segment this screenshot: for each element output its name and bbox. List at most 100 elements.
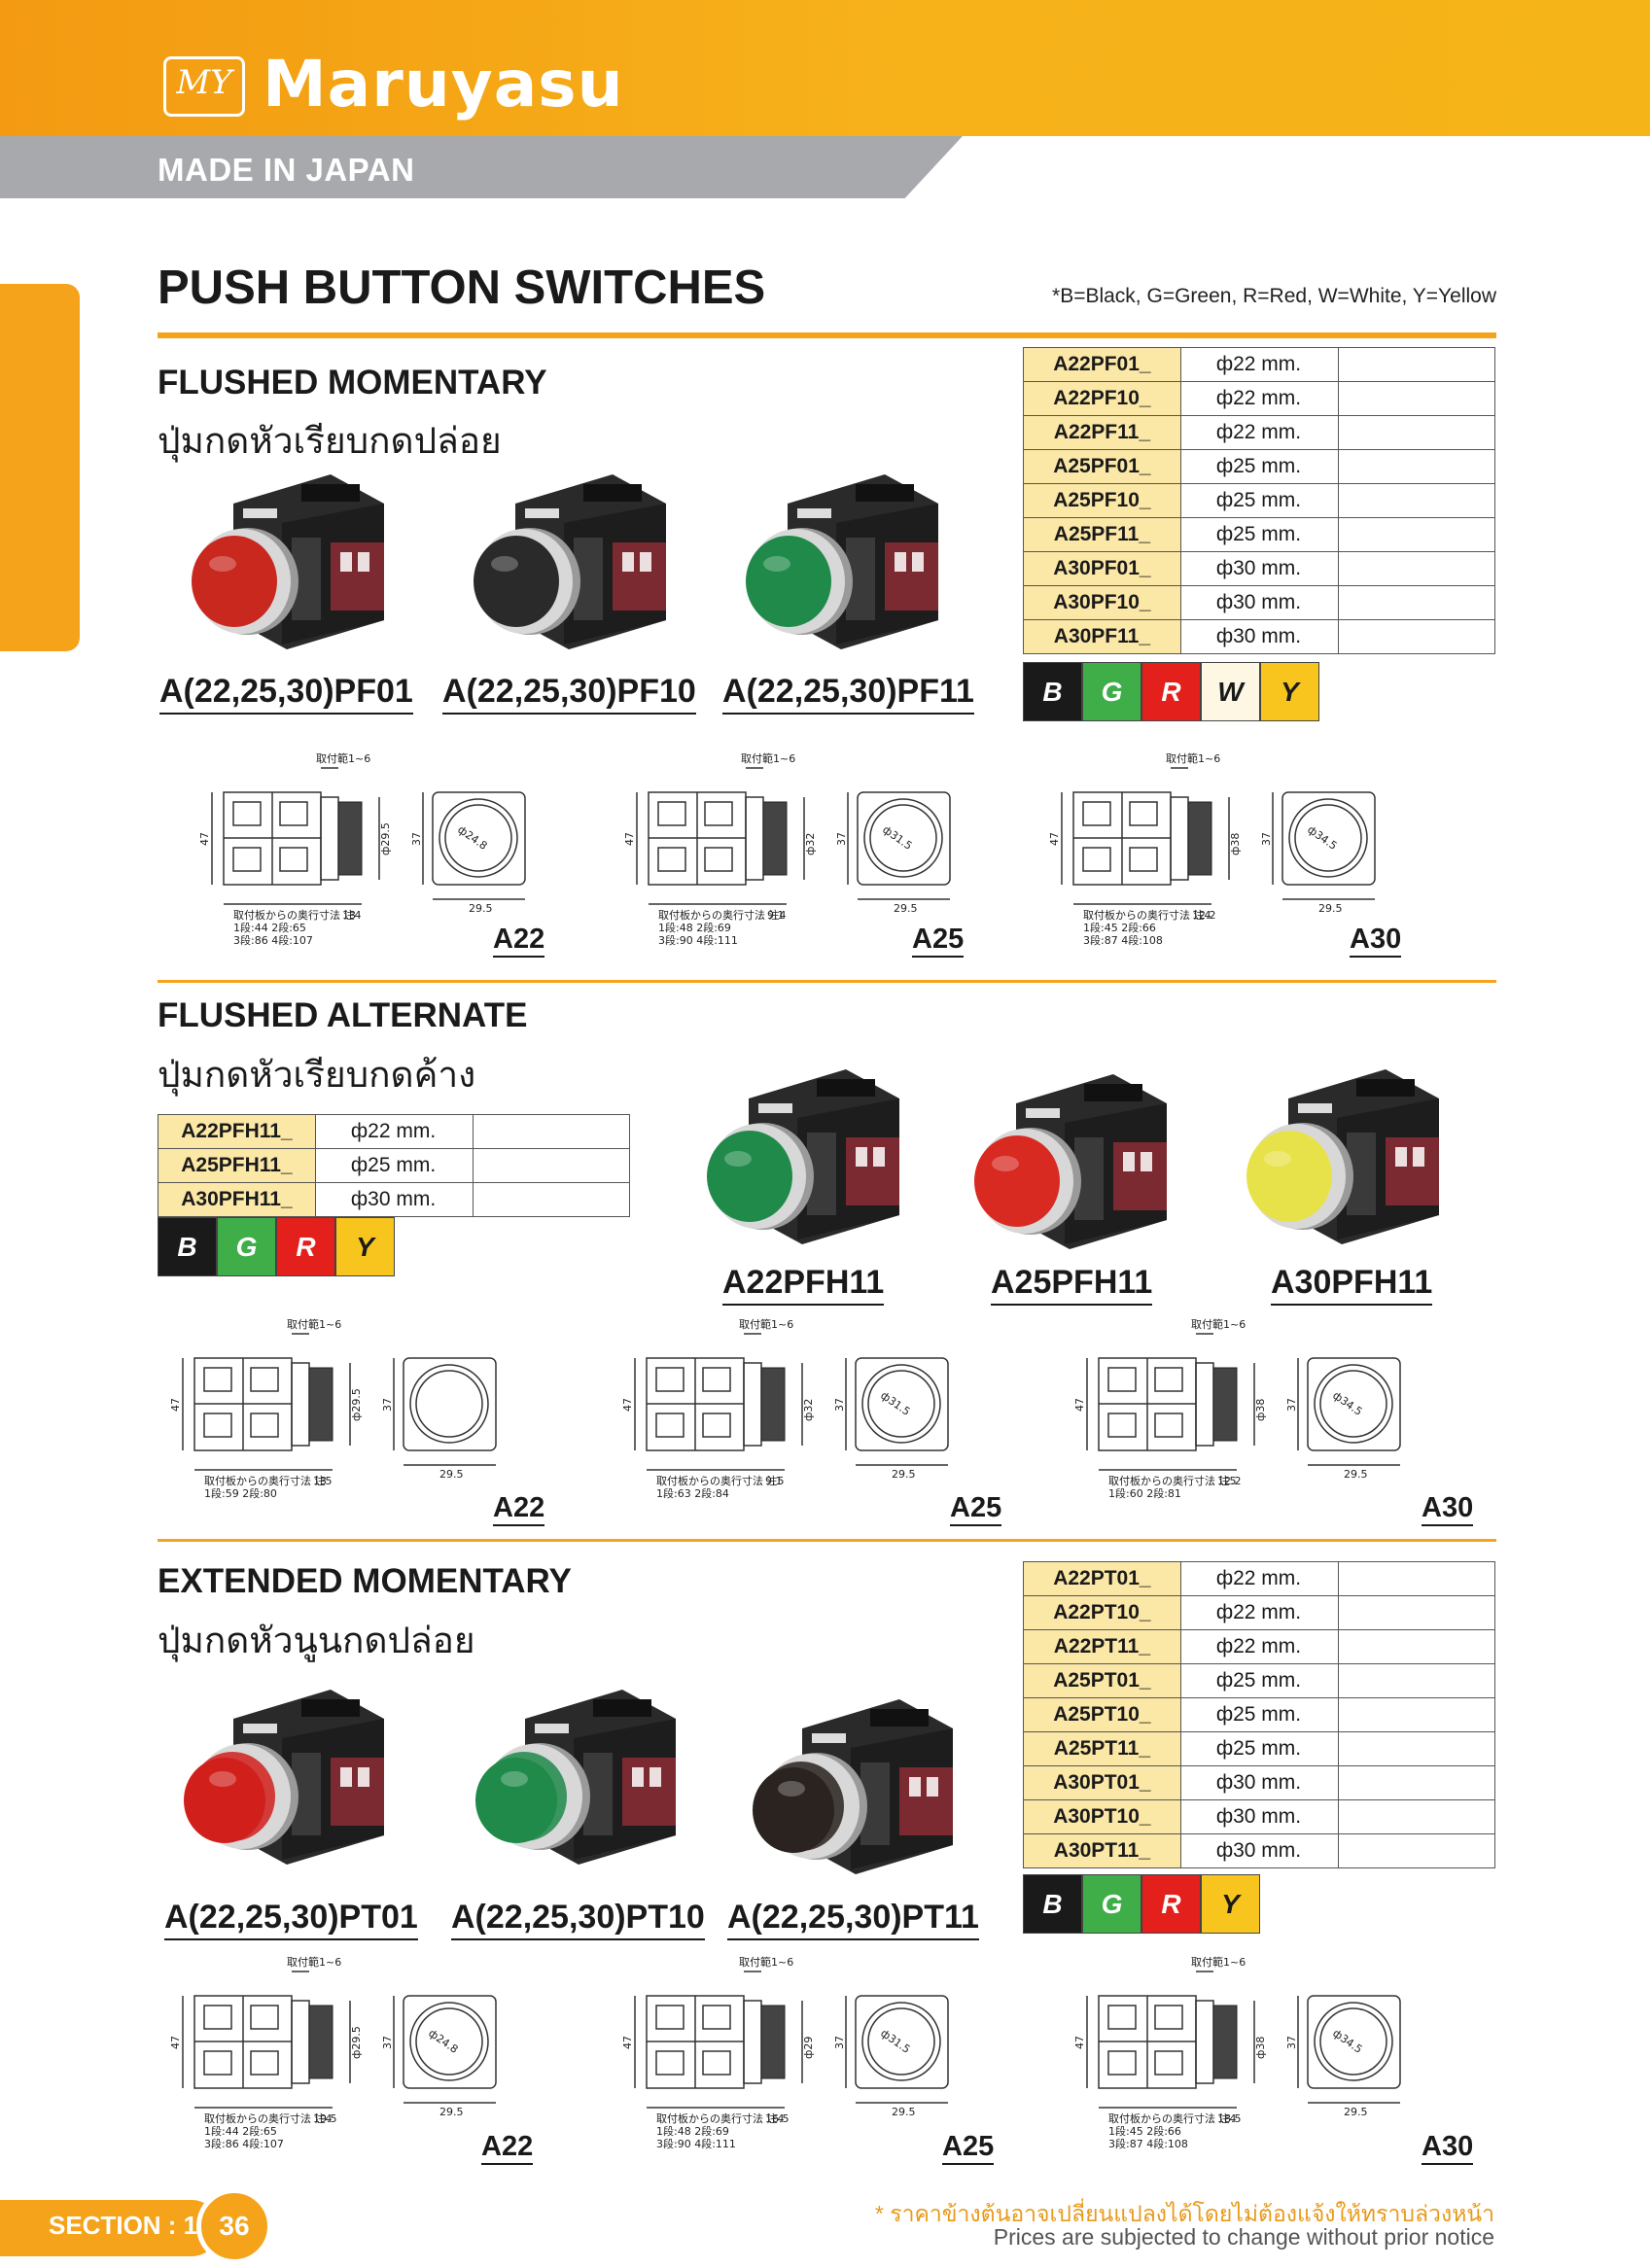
depth-note: 1段:48 2段:69 — [658, 921, 731, 934]
drawing-size-label: A25 — [942, 2131, 995, 2165]
diameter: ф30 mm. — [1179, 1765, 1339, 1800]
model-code: A22PF01_ — [1023, 347, 1181, 382]
spec-table-row: A22PT01_ф22 mm. — [1023, 1561, 1496, 1596]
spec-table-flushed-momentary: A22PF01_ф22 mm.A22PF10_ф22 mm.A22PF11_ ф2… — [1023, 347, 1496, 654]
spec-table-row: A30PT01_ф30 mm. — [1023, 1765, 1496, 1800]
dimension-width: 29.5 — [469, 902, 493, 915]
diameter: ф25 mm. — [1179, 1731, 1339, 1766]
dimension-height: 47 — [1048, 832, 1061, 846]
spec-table-row: A25PFH11_ф25 mm. — [158, 1148, 631, 1183]
dimension-depth: 16.5 — [765, 2112, 790, 2125]
dimension-height: 37 — [835, 832, 848, 846]
color-legend: *B=Black, G=Green, R=Red, W=White, Y=Yel… — [1052, 285, 1496, 307]
blank-cell — [1337, 1765, 1496, 1800]
dimension-panel-range: 取付範1~6 — [287, 1317, 341, 1331]
dimension-depth: 9.1 — [765, 1475, 783, 1487]
spec-table-row: A30PFH11_ф30 mm. — [158, 1182, 631, 1217]
model-label: A(22,25,30)PF10 — [442, 673, 696, 715]
spec-table-row: A22PF01_ф22 mm. — [1023, 347, 1496, 382]
color-swatch: W — [1201, 662, 1260, 721]
push-button-switch-image — [974, 1074, 1167, 1249]
dimension-diameter: ф38 — [1254, 2037, 1267, 2059]
depth-note: 取付板からの奥行寸法 注5 — [656, 1474, 785, 1487]
blank-cell — [1337, 1731, 1496, 1766]
dimension-diameter: ф29 — [802, 2037, 815, 2059]
section-divider — [158, 980, 1496, 983]
push-button-switch-image — [753, 1699, 953, 1874]
model-code: A25PF10_ — [1023, 483, 1181, 518]
color-swatch: Y — [1260, 662, 1319, 721]
dimension-diameter: ф32 — [802, 1399, 815, 1421]
dimension-depth: 19.5 — [313, 2112, 337, 2125]
dimension-height: 47 — [169, 1398, 182, 1412]
blank-cell — [1337, 483, 1496, 518]
spec-table-row: A30PT11_ф30 mm. — [1023, 1833, 1496, 1868]
dimension-depth: 13 — [313, 1475, 327, 1487]
dimension-panel-range: 取付範1~6 — [287, 1955, 341, 1969]
drawing-size-label: A30 — [1350, 924, 1402, 958]
model-code: A30PF01_ — [1023, 551, 1181, 586]
model-code: A25PF11_ — [1023, 517, 1181, 552]
color-swatch: B — [158, 1217, 217, 1276]
diameter: ф25 mm. — [1179, 1663, 1339, 1698]
push-button-switch-image — [707, 1069, 899, 1244]
model-code: A30PT11_ — [1023, 1833, 1181, 1868]
dimension-diameter: ф29.5 — [350, 2026, 363, 2059]
diameter: ф25 mm. — [1179, 517, 1339, 552]
section-title-flushed-momentary: FLUSHED MOMENTARY — [158, 364, 547, 401]
dimension-diameter: ф24.8 — [455, 823, 489, 853]
color-swatch: G — [217, 1217, 276, 1276]
push-button-switch-image — [184, 1690, 384, 1865]
dimension-height: 37 — [410, 832, 423, 846]
depth-note: 1段:59 2段:80 — [204, 1486, 277, 1500]
diameter: ф25 mm. — [314, 1148, 474, 1183]
model-code: A30PT01_ — [1023, 1765, 1181, 1800]
dimension-diameter: ф31.5 — [878, 2027, 912, 2056]
title-divider — [158, 332, 1496, 338]
model-label: A(22,25,30)PT01 — [164, 1899, 418, 1940]
depth-note: 取付板からの奥行寸法 注4 — [1083, 908, 1211, 922]
spec-table-row: A25PT01_ф25 mm. — [1023, 1663, 1496, 1698]
dimension-width: 29.5 — [439, 1468, 464, 1481]
blank-cell — [1337, 1697, 1496, 1732]
dimension-panel-range: 取付範1~6 — [316, 751, 370, 765]
model-code: A25PT11_ — [1023, 1731, 1181, 1766]
model-code: A22PF11_ — [1023, 415, 1181, 450]
spec-table-row: A25PF11_ф25 mm. — [1023, 517, 1496, 552]
spec-table-row: A25PF01_ф25 mm. — [1023, 449, 1496, 484]
diameter: ф25 mm. — [1179, 1697, 1339, 1732]
dimension-depth: 12.2 — [1192, 909, 1216, 922]
color-swatch: B — [1023, 662, 1082, 721]
diameter: ф30 mm. — [1179, 585, 1339, 620]
color-swatch: R — [1141, 662, 1201, 721]
model-code: A22PF10_ — [1023, 381, 1181, 416]
spec-table-row: A30PF10_ф30 mm. — [1023, 585, 1496, 620]
dimension-panel-range: 取付範1~6 — [1191, 1317, 1246, 1331]
footer-section-label: SECTION : 1 — [49, 2211, 198, 2240]
model-label: A(22,25,30)PT11 — [727, 1899, 979, 1940]
section-title-th-flushed-momentary: ปุ่มกดหัวเรียบกดปล่อย — [158, 421, 502, 461]
dimension-diameter: ф34.5 — [1330, 2027, 1364, 2056]
diameter: ф22 mm. — [1179, 381, 1339, 416]
model-code: A30PT10_ — [1023, 1799, 1181, 1834]
side-tab — [0, 284, 80, 651]
diameter: ф22 mm. — [1179, 1595, 1339, 1630]
spec-table-flushed-alternate: A22PFH11_ф22 mm.A25PFH11_ф25 mm.A30PFH11… — [158, 1114, 631, 1217]
made-in-label: MADE IN JAPAN — [158, 152, 415, 188]
depth-note: 1段:45 2段:66 — [1083, 921, 1156, 934]
dimension-height: 37 — [381, 1398, 394, 1412]
blank-cell — [1337, 551, 1496, 586]
footer-note-en: Prices are subjected to change without p… — [993, 2224, 1494, 2250]
blank-cell — [1337, 1833, 1496, 1868]
dimension-panel-range: 取付範1~6 — [739, 1955, 793, 1969]
model-label: A(22,25,30)PF11 — [722, 673, 974, 715]
dimension-depth: 9.1 — [767, 909, 785, 922]
model-label: A(22,25,30)PF01 — [159, 673, 413, 715]
depth-note: 3段:90 4段:111 — [656, 2137, 736, 2150]
depth-note: 3段:90 4段:111 — [658, 933, 738, 947]
blank-cell — [1337, 449, 1496, 484]
dimension-diameter: ф34.5 — [1330, 1389, 1364, 1418]
